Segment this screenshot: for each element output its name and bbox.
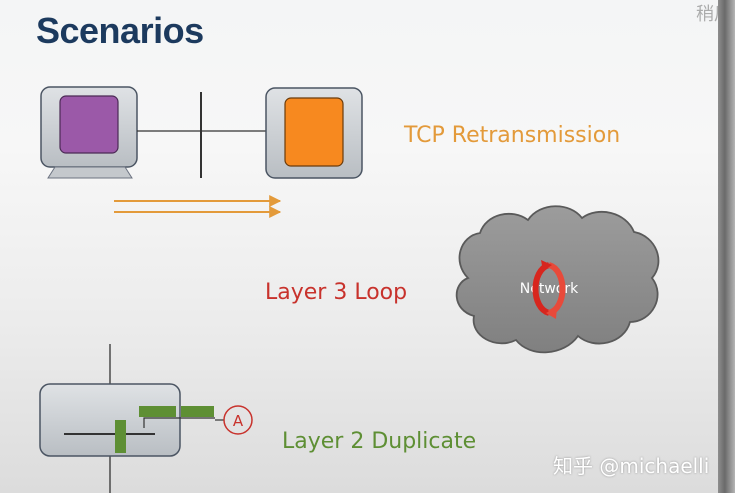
retransmission-arrows-icon [114,195,282,218]
server-icon [265,87,363,179]
right-edge-band [718,0,735,493]
port-label: A [233,412,244,430]
tcp-retransmission-label: TCP Retransmission [404,123,621,148]
port-a-icon: A [223,405,253,435]
layer3-loop-label: Layer 3 Loop [265,280,408,305]
network-cloud-icon: Network [455,205,660,354]
client-computer-icon [40,86,138,179]
cloud-label: Network [520,281,579,297]
loop-arrows-icon [532,260,566,319]
watermark: 知乎 @michaelli [553,454,710,478]
switch-device-icon [39,383,224,457]
layer2-duplicate-label: Layer 2 Duplicate [282,429,477,454]
slide-title: Scenarios [36,10,204,51]
duplicate-packets-icon [115,406,214,453]
